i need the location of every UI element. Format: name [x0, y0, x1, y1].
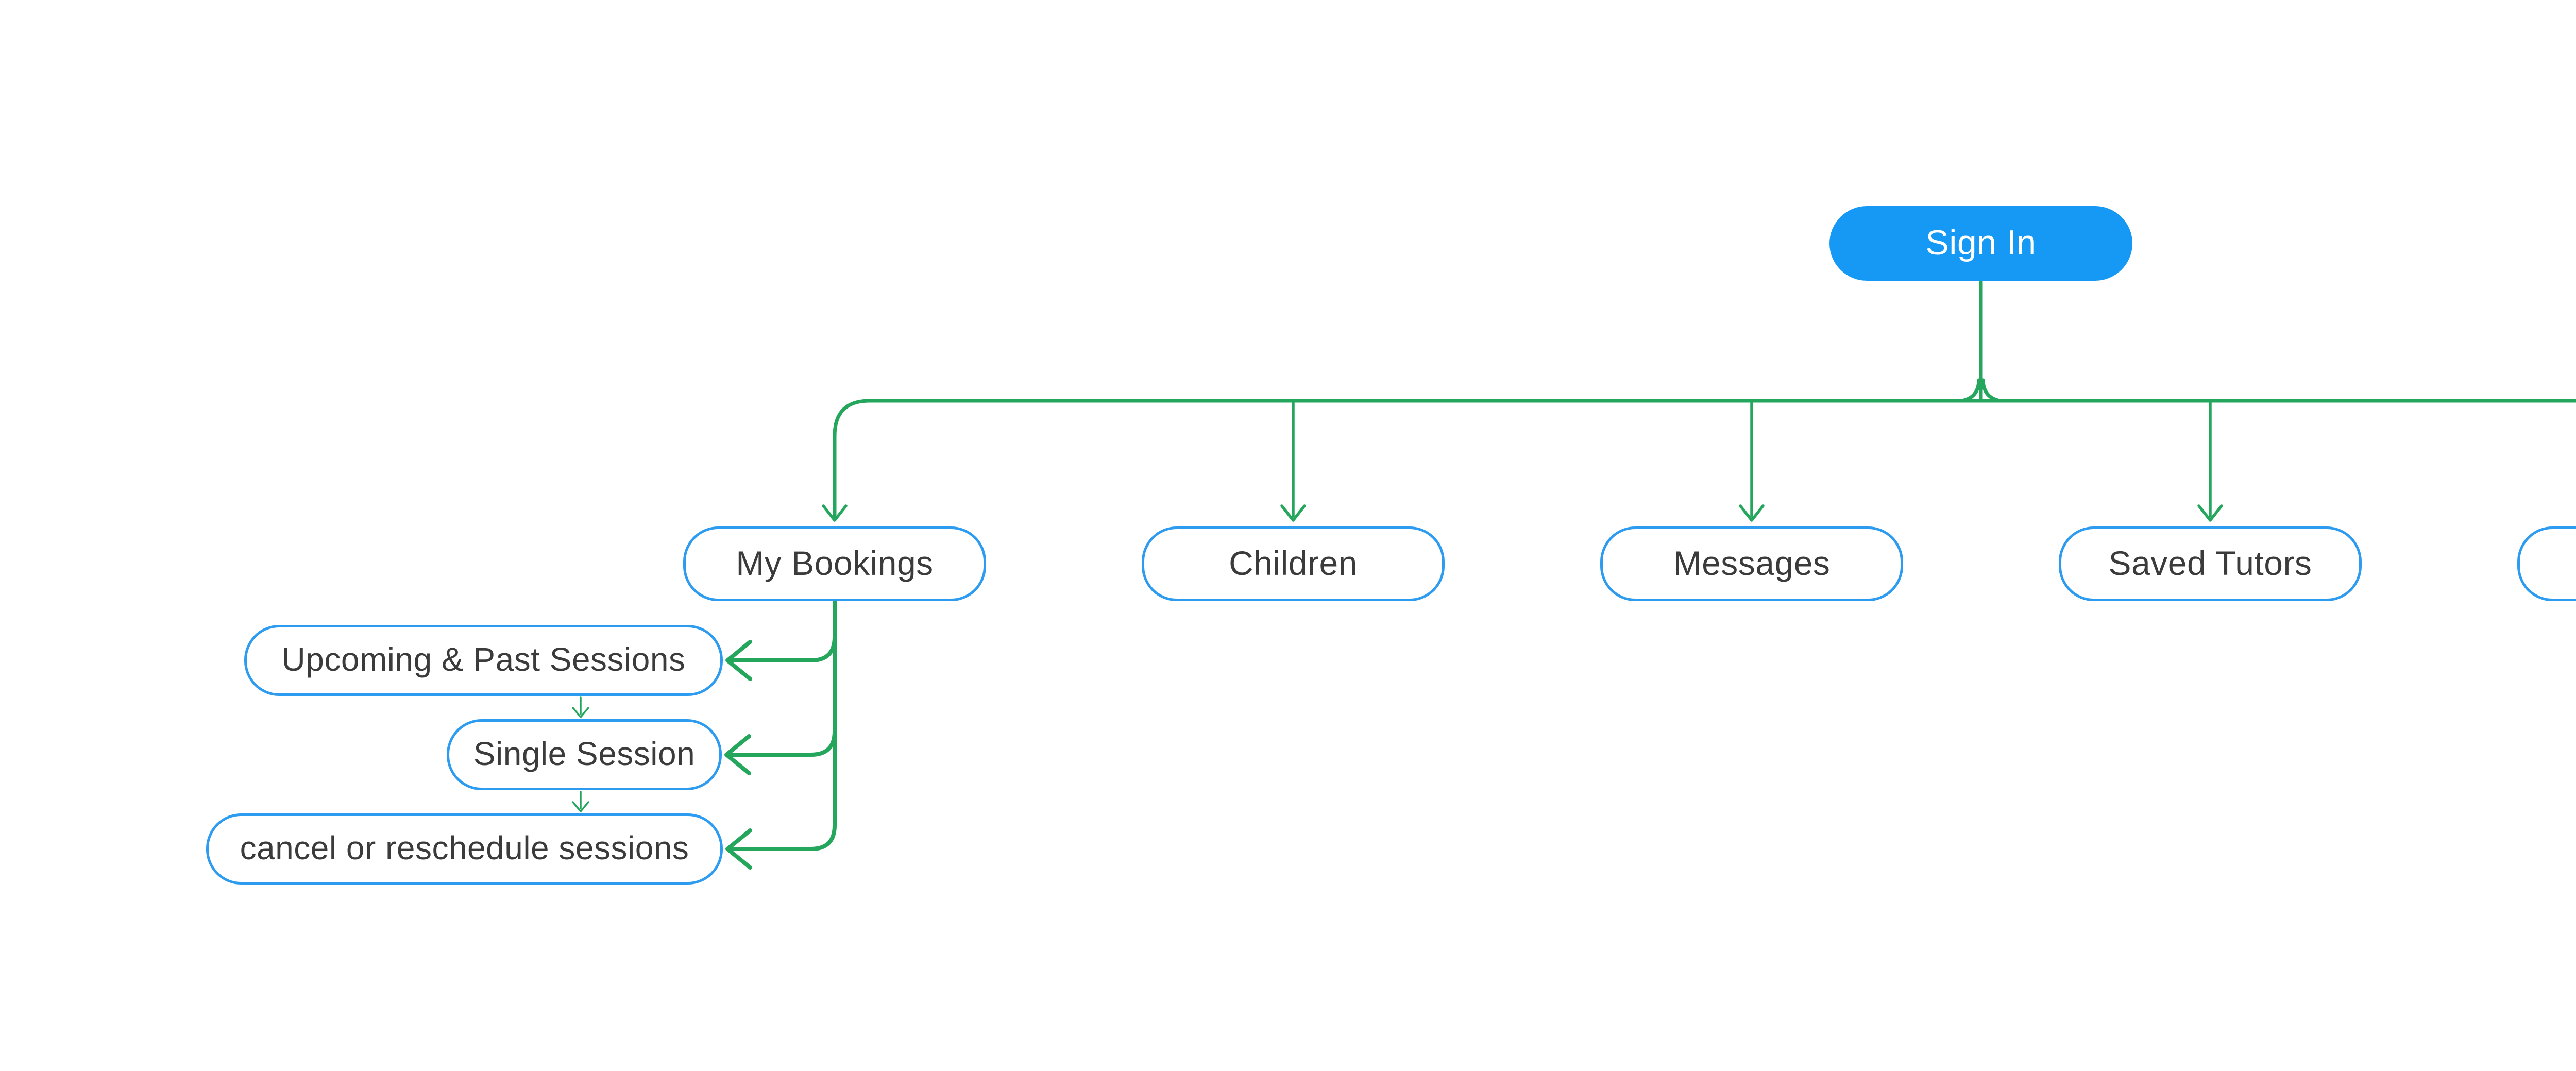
node-label: Single Session: [473, 735, 696, 772]
edge-distribution-bar: [833, 399, 2576, 518]
edge-signin-flare-left: [1962, 378, 1981, 402]
arrowhead-messages: [1739, 504, 1765, 522]
node-messages[interactable]: Messages: [1600, 526, 1903, 601]
node-sign-in[interactable]: Sign In: [1829, 206, 2132, 281]
arrowhead-upcoming-to-single: [572, 707, 589, 718]
node-cancel-or-reschedule-sessions[interactable]: cancel or reschedule sessions: [206, 813, 723, 885]
node-label: Sign In: [1925, 223, 2037, 262]
arrowhead-saved-tutors: [2197, 504, 2223, 522]
node-label: cancel or reschedule sessions: [240, 829, 689, 866]
node-saved-tutors[interactable]: Saved Tutors: [2059, 526, 2362, 601]
node-children[interactable]: Children: [1142, 526, 1445, 601]
edge-signin-flare-right: [1981, 378, 2000, 402]
arrowhead-single-session: [724, 734, 751, 775]
node-label: My Bookings: [736, 543, 934, 582]
node-my-bookings[interactable]: My Bookings: [683, 526, 986, 601]
arrowhead-cancel: [725, 828, 752, 870]
node-reports[interactable]: Reports: [2517, 526, 2576, 601]
node-upcoming-past-sessions[interactable]: Upcoming & Past Sessions: [244, 625, 723, 696]
arrowhead-single-to-cancel: [572, 801, 589, 812]
edge-branch-single-session: [728, 729, 837, 757]
node-label: Children: [1229, 543, 1358, 582]
node-label: Saved Tutors: [2108, 543, 2312, 582]
node-single-session[interactable]: Single Session: [447, 719, 722, 790]
edge-branch-cancel: [730, 823, 837, 851]
arrowhead-my-bookings: [822, 504, 848, 522]
node-label: Messages: [1673, 543, 1831, 582]
node-label: Upcoming & Past Sessions: [281, 641, 686, 678]
arrowhead-upcoming: [725, 640, 752, 681]
arrowhead-children: [1280, 504, 1306, 522]
edge-branch-upcoming: [730, 635, 837, 662]
